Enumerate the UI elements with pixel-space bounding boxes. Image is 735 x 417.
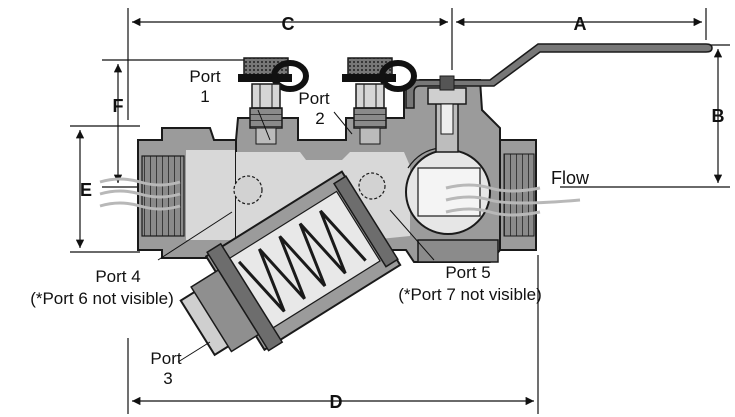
flow-label: Flow — [551, 168, 590, 188]
dim-label-c: C — [282, 14, 295, 34]
ball-valve — [405, 87, 491, 235]
flow-arrows — [99, 177, 581, 217]
port-5-label-line1: Port 5 — [445, 263, 490, 282]
dim-label-f: F — [113, 96, 124, 116]
test-port-2 — [342, 57, 418, 145]
port-holes — [233, 172, 386, 205]
strainer-leg — [179, 170, 402, 357]
port-4-label-line1: Port 4 — [95, 267, 140, 286]
port-1-label-line1: Port — [189, 67, 220, 86]
port-5-label-line2: (*Port 7 not visible) — [398, 285, 542, 304]
port-3-label-line2: 3 — [163, 369, 172, 388]
dim-label-d: D — [330, 392, 343, 412]
port-4-label-line2: (*Port 6 not visible) — [30, 289, 174, 308]
dim-label-b: B — [712, 106, 725, 126]
test-port-1 — [238, 57, 310, 145]
dim-label-a: A — [574, 14, 587, 34]
port-1-label-line2: 1 — [200, 87, 209, 106]
leader-lines — [157, 109, 435, 363]
port-2-label-line2: 2 — [315, 109, 324, 128]
port-3-label-line1: Port — [150, 349, 181, 368]
labels: C A B F E D Port 1 Port 2 Port 4 (*Port … — [30, 14, 724, 412]
port-2-label-line1: Port — [298, 89, 329, 108]
dim-label-e: E — [80, 180, 92, 200]
